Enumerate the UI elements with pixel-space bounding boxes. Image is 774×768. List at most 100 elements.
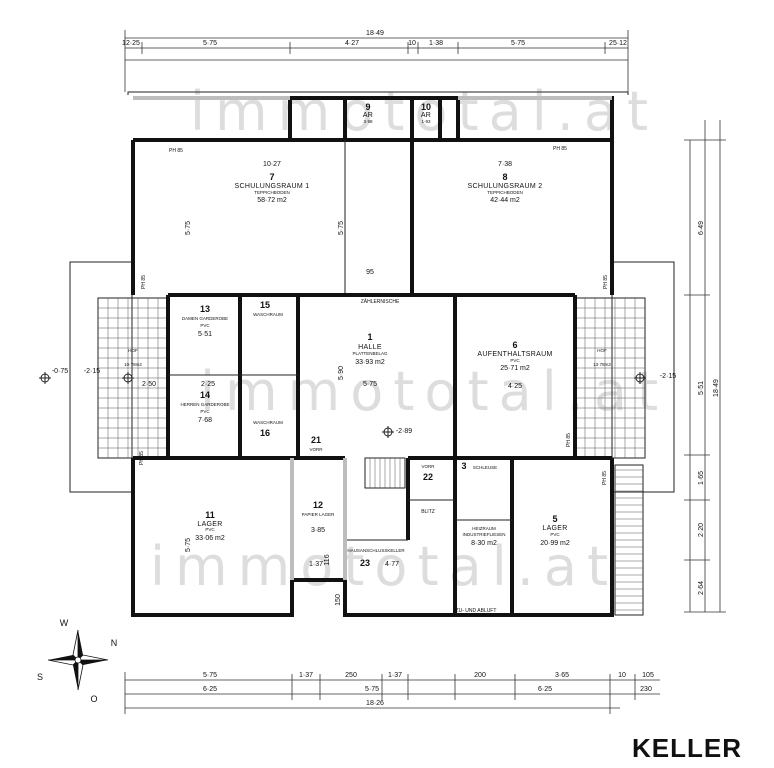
dim-top-1: 12·25 <box>122 40 140 47</box>
label-zu-und-abluft: ZU- UND ABLUFT <box>456 608 497 614</box>
dim-top-2: 5·75 <box>203 40 217 47</box>
label-ph85-r: PH 85 <box>603 275 609 289</box>
dim-bottom-4: 1·37 <box>388 672 402 679</box>
room-5-name: LAGER <box>542 525 567 532</box>
room-12-name: PAPIER LAGER <box>302 512 335 517</box>
room-7-floor: TEPPICHBODEN <box>254 190 290 195</box>
dim-bottom-7: 10 <box>618 672 626 679</box>
room-6-floor: PVC <box>510 358 520 363</box>
room-8-name: SCHULUNGSRAUM 2 <box>468 183 543 190</box>
room-11-floor: PVC <box>205 527 215 532</box>
dim-425: 4·25 <box>508 383 522 390</box>
label-ph85-l: PH 85 <box>141 275 147 289</box>
hof-right-area: 13·78m2 <box>593 362 611 367</box>
dim-overall-top: 18·49 <box>366 30 384 37</box>
room-14-area: 7·68 <box>198 417 212 424</box>
bottom-dimensions: 5·75 1·37 250 1·37 200 3·65 10 105 6·25 … <box>124 672 660 714</box>
dim-right-5: 2·64 <box>698 581 705 595</box>
dim-bottom-6: 3·65 <box>555 672 569 679</box>
room-16-number: 16 <box>260 428 270 438</box>
dim-575-center: 5·75 <box>338 221 345 235</box>
room-9-area: 3·98 <box>363 119 373 124</box>
top-dimensions: 18·49 12·25 5·75 4·27 10 1·38 5·75 25·12 <box>122 30 629 92</box>
dim-bottom-5: 200 <box>474 672 486 679</box>
room-5-area: 20·99 m2 <box>540 540 570 547</box>
dim-137: 1·37 <box>309 561 323 568</box>
dim-590: 5·90 <box>338 366 345 380</box>
label-ph85-rm: PH 85 <box>566 433 572 447</box>
room-11-area: 33·06 m2 <box>195 535 225 542</box>
dim-150: 150 <box>335 594 342 606</box>
dim-bottom-11: 6·25 <box>538 686 552 693</box>
watermark-top: immototal.at <box>190 80 658 143</box>
dim-bottom-3: 250 <box>345 672 357 679</box>
room-23-number: 23 <box>360 558 370 568</box>
dim-bottom-10: 5·75 <box>365 686 379 693</box>
dim-bottom-1: 5·75 <box>203 672 217 679</box>
room-21-number: 21 <box>311 435 321 445</box>
dim-225: 2·25 <box>201 381 215 388</box>
room-1-floor: PLATTENBELAG <box>353 351 388 356</box>
stair-center <box>364 457 406 489</box>
room-11-number: 11 <box>205 510 215 520</box>
dim-bottom-2: 1·37 <box>299 672 313 679</box>
dim-116: 116 <box>324 554 331 565</box>
room-14-floor: PVC <box>200 409 210 414</box>
hof-right-name: HOF <box>597 348 607 353</box>
dim-right-overall: 18·49 <box>713 379 720 397</box>
compass-rose: W N S O <box>37 618 117 704</box>
hof-left-name: HOF <box>128 348 138 353</box>
room-1-name: HALLE <box>358 344 382 351</box>
building-walls <box>131 96 614 617</box>
room-14-number: 14 <box>200 390 210 400</box>
dim-bottom-12: 230 <box>640 686 652 693</box>
room-7-name: SCHULUNGSRAUM 1 <box>235 183 310 190</box>
label-ph85-bl: PH 85 <box>139 451 145 465</box>
room-10-area: 1·93 <box>421 119 431 124</box>
compass-n: N <box>111 638 118 648</box>
room-6-number: 6 <box>512 340 517 350</box>
room-11-name: LAGER <box>197 521 222 528</box>
room-7-area: 58·72 m2 <box>257 197 287 204</box>
room-5-floor: PVC <box>550 532 560 537</box>
room-15-number: 15 <box>260 300 270 310</box>
room-21-name: VORR <box>309 447 323 452</box>
room-7-number: 7 <box>269 172 274 182</box>
room-23-area: 4·77 <box>385 561 399 568</box>
room-13-name: DAMEN GARDEROBE <box>182 316 228 321</box>
room-13-area: 5·51 <box>198 331 212 338</box>
label-ph85-tr: PH 85 <box>553 146 567 152</box>
compass-needle-n <box>78 630 83 660</box>
dim-1027: 10·27 <box>263 161 281 168</box>
level-215-left: -2·15 <box>84 368 100 375</box>
dim-top-5: 1·38 <box>429 40 443 47</box>
label-ph85-br: PH 85 <box>602 471 608 485</box>
room-10-number: 10 <box>421 102 431 112</box>
dim-right-4: 2·20 <box>698 523 705 537</box>
right-dimensions: 6·49 5·51 18·49 1·65 2·20 2·64 <box>684 120 726 613</box>
dim-95: 95 <box>366 269 374 276</box>
compass-w: W <box>60 618 69 628</box>
room-1-area: 33·93 m2 <box>355 359 385 366</box>
room-6-name: AUFENTHALTSRAUM <box>477 351 552 358</box>
dim-top-7: 25·12 <box>609 40 627 47</box>
compass-o: O <box>90 694 97 704</box>
dim-right-2: 5·51 <box>698 381 705 395</box>
room-12-area: 3·85 <box>311 527 325 534</box>
dim-575-lager: 5·75 <box>185 538 192 552</box>
dim-575-left: 5·75 <box>185 221 192 235</box>
dim-right-1: 6·49 <box>698 221 705 235</box>
level-075: -0·75 <box>52 368 68 375</box>
lightwell-outlines <box>69 91 675 493</box>
dim-bottom-overall: 18·26 <box>366 700 384 707</box>
room-13-number: 13 <box>200 304 210 314</box>
room-9-name: AR <box>363 112 373 119</box>
hof-left-area: 10·78m2 <box>124 362 142 367</box>
room-9-number: 9 <box>365 102 370 112</box>
dim-bottom-8: 105 <box>642 672 654 679</box>
room-13-floor: PVC <box>200 323 210 328</box>
room-8-area: 42·44 m2 <box>490 197 520 204</box>
room-12-number: 12 <box>313 500 323 510</box>
dim-738: 7·38 <box>498 161 512 168</box>
